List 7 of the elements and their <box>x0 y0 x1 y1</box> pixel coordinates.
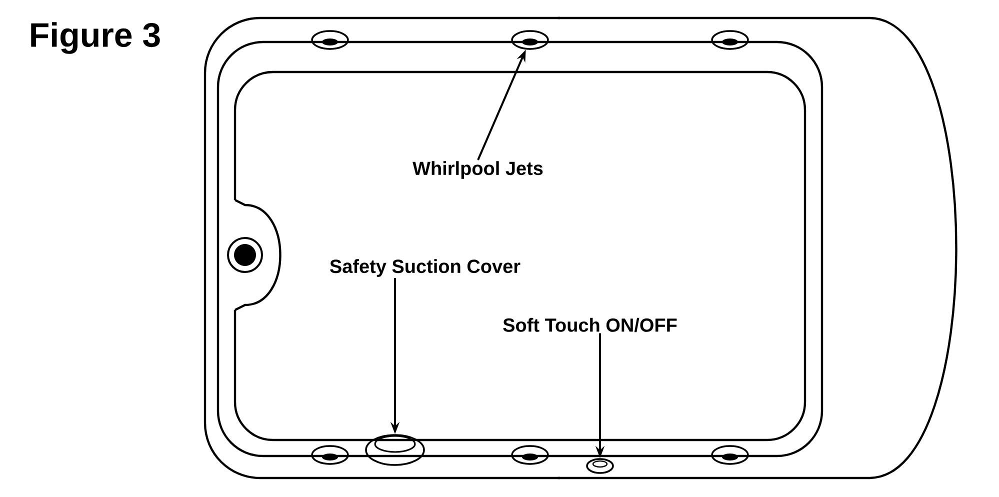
figure-title: Figure 3 <box>31 22 160 54</box>
suction-cover <box>365 434 425 466</box>
part-label: Soft Touch ON/OFF <box>503 318 677 332</box>
part-label: Whirlpool Jets <box>412 161 543 179</box>
part-label: Safety Suction Cover <box>330 259 520 277</box>
jet-outlet <box>511 30 549 50</box>
push-button <box>586 458 614 474</box>
